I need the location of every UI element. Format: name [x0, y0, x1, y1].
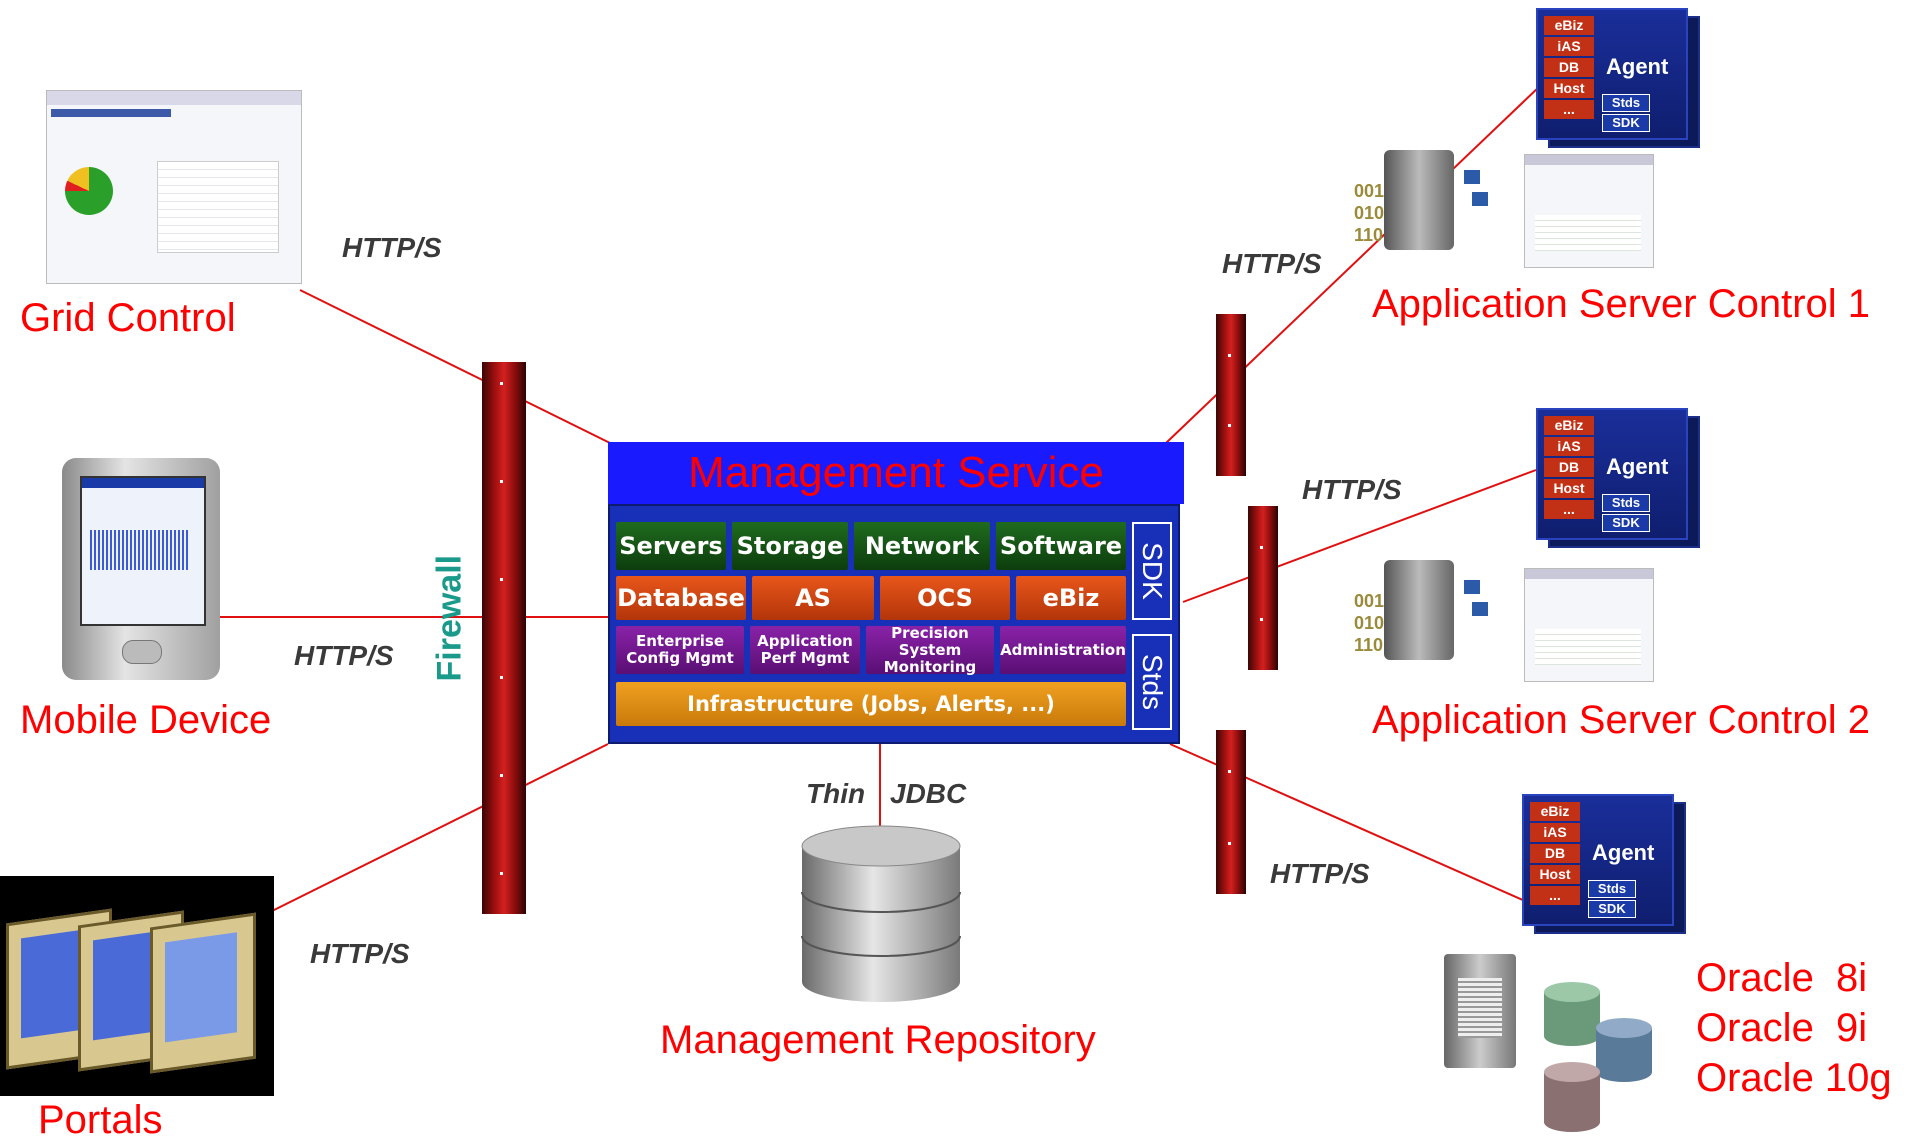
- database-cell: Database: [616, 576, 746, 620]
- db-server-icon: [1444, 954, 1516, 1068]
- portals-label: Portals: [38, 1098, 163, 1142]
- oracle-9i-label: Oracle 9i: [1696, 1006, 1868, 1050]
- management-service-panel: Servers Storage Network Software Databas…: [608, 504, 1180, 744]
- precision-monitoring-cell: Precision System Monitoring: [866, 624, 994, 675]
- protocol-label-asc2: HTTP/S: [1302, 474, 1402, 505]
- firewall-right-2: [1248, 506, 1278, 670]
- asc1-screenshot: [1524, 154, 1654, 268]
- protocol-label-portals: HTTP/S: [310, 938, 410, 969]
- as-cell: AS: [752, 576, 874, 620]
- mobile-device-icon: [62, 458, 220, 680]
- network-cell: Network: [854, 522, 990, 570]
- software-cell: Software: [996, 522, 1126, 570]
- mobile-device-label: Mobile Device: [20, 698, 272, 742]
- infrastructure-cell: Infrastructure (Jobs, Alerts, ...): [616, 682, 1126, 726]
- firewall-right-1: [1216, 314, 1246, 476]
- firewall-left: [482, 362, 526, 914]
- oracle-8i-label: Oracle 8i: [1696, 956, 1868, 1000]
- database-cylinders-icon: [1544, 982, 1652, 1132]
- protocol-label-grid: HTTP/S: [342, 232, 442, 263]
- storage-cell: Storage: [732, 522, 848, 570]
- jdbc-label: JDBC: [890, 778, 967, 809]
- protocol-label-asc1: HTTP/S: [1222, 248, 1322, 279]
- asc2-label: Application Server Control 2: [1372, 698, 1871, 742]
- administration-cell: Administration: [1000, 626, 1126, 674]
- management-repository-label: Management Repository: [660, 1018, 1096, 1062]
- agent-box-1: eBiz iAS DB Host ... Agent Stds SDK: [1536, 8, 1700, 148]
- oracle-10g-label: Oracle 10g: [1696, 1056, 1892, 1100]
- protocol-label-oracle: HTTP/S: [1270, 858, 1370, 889]
- asc2-screenshot: [1524, 568, 1654, 682]
- ebiz-cell: eBiz: [1016, 576, 1126, 620]
- protocol-label-mobile: HTTP/S: [294, 640, 394, 671]
- stds-box: Stds: [1132, 634, 1172, 730]
- grid-control-label: Grid Control: [20, 296, 236, 340]
- sdk-box: SDK: [1132, 522, 1172, 620]
- firewall-label: Firewall: [430, 554, 469, 682]
- firewall-right-3: [1216, 730, 1246, 894]
- servers-cell: Servers: [616, 522, 726, 570]
- grid-control-screenshot: [46, 90, 302, 284]
- management-service-title: Management Service: [608, 442, 1184, 504]
- agent-box-2: eBiz iAS DB Host ... Agent Stds SDK: [1536, 408, 1700, 548]
- portals-icon: [0, 876, 274, 1096]
- enterprise-config-cell: Enterprise Config Mgmt: [616, 626, 744, 674]
- thin-label: Thin: [806, 778, 866, 809]
- ocs-cell: OCS: [880, 576, 1010, 620]
- management-repository-icon: [801, 825, 961, 1002]
- agent-box-3: eBiz iAS DB Host ... Agent Stds SDK: [1522, 794, 1686, 934]
- asc1-label: Application Server Control 1: [1372, 282, 1871, 326]
- application-perf-cell: Application Perf Mgmt: [750, 626, 860, 674]
